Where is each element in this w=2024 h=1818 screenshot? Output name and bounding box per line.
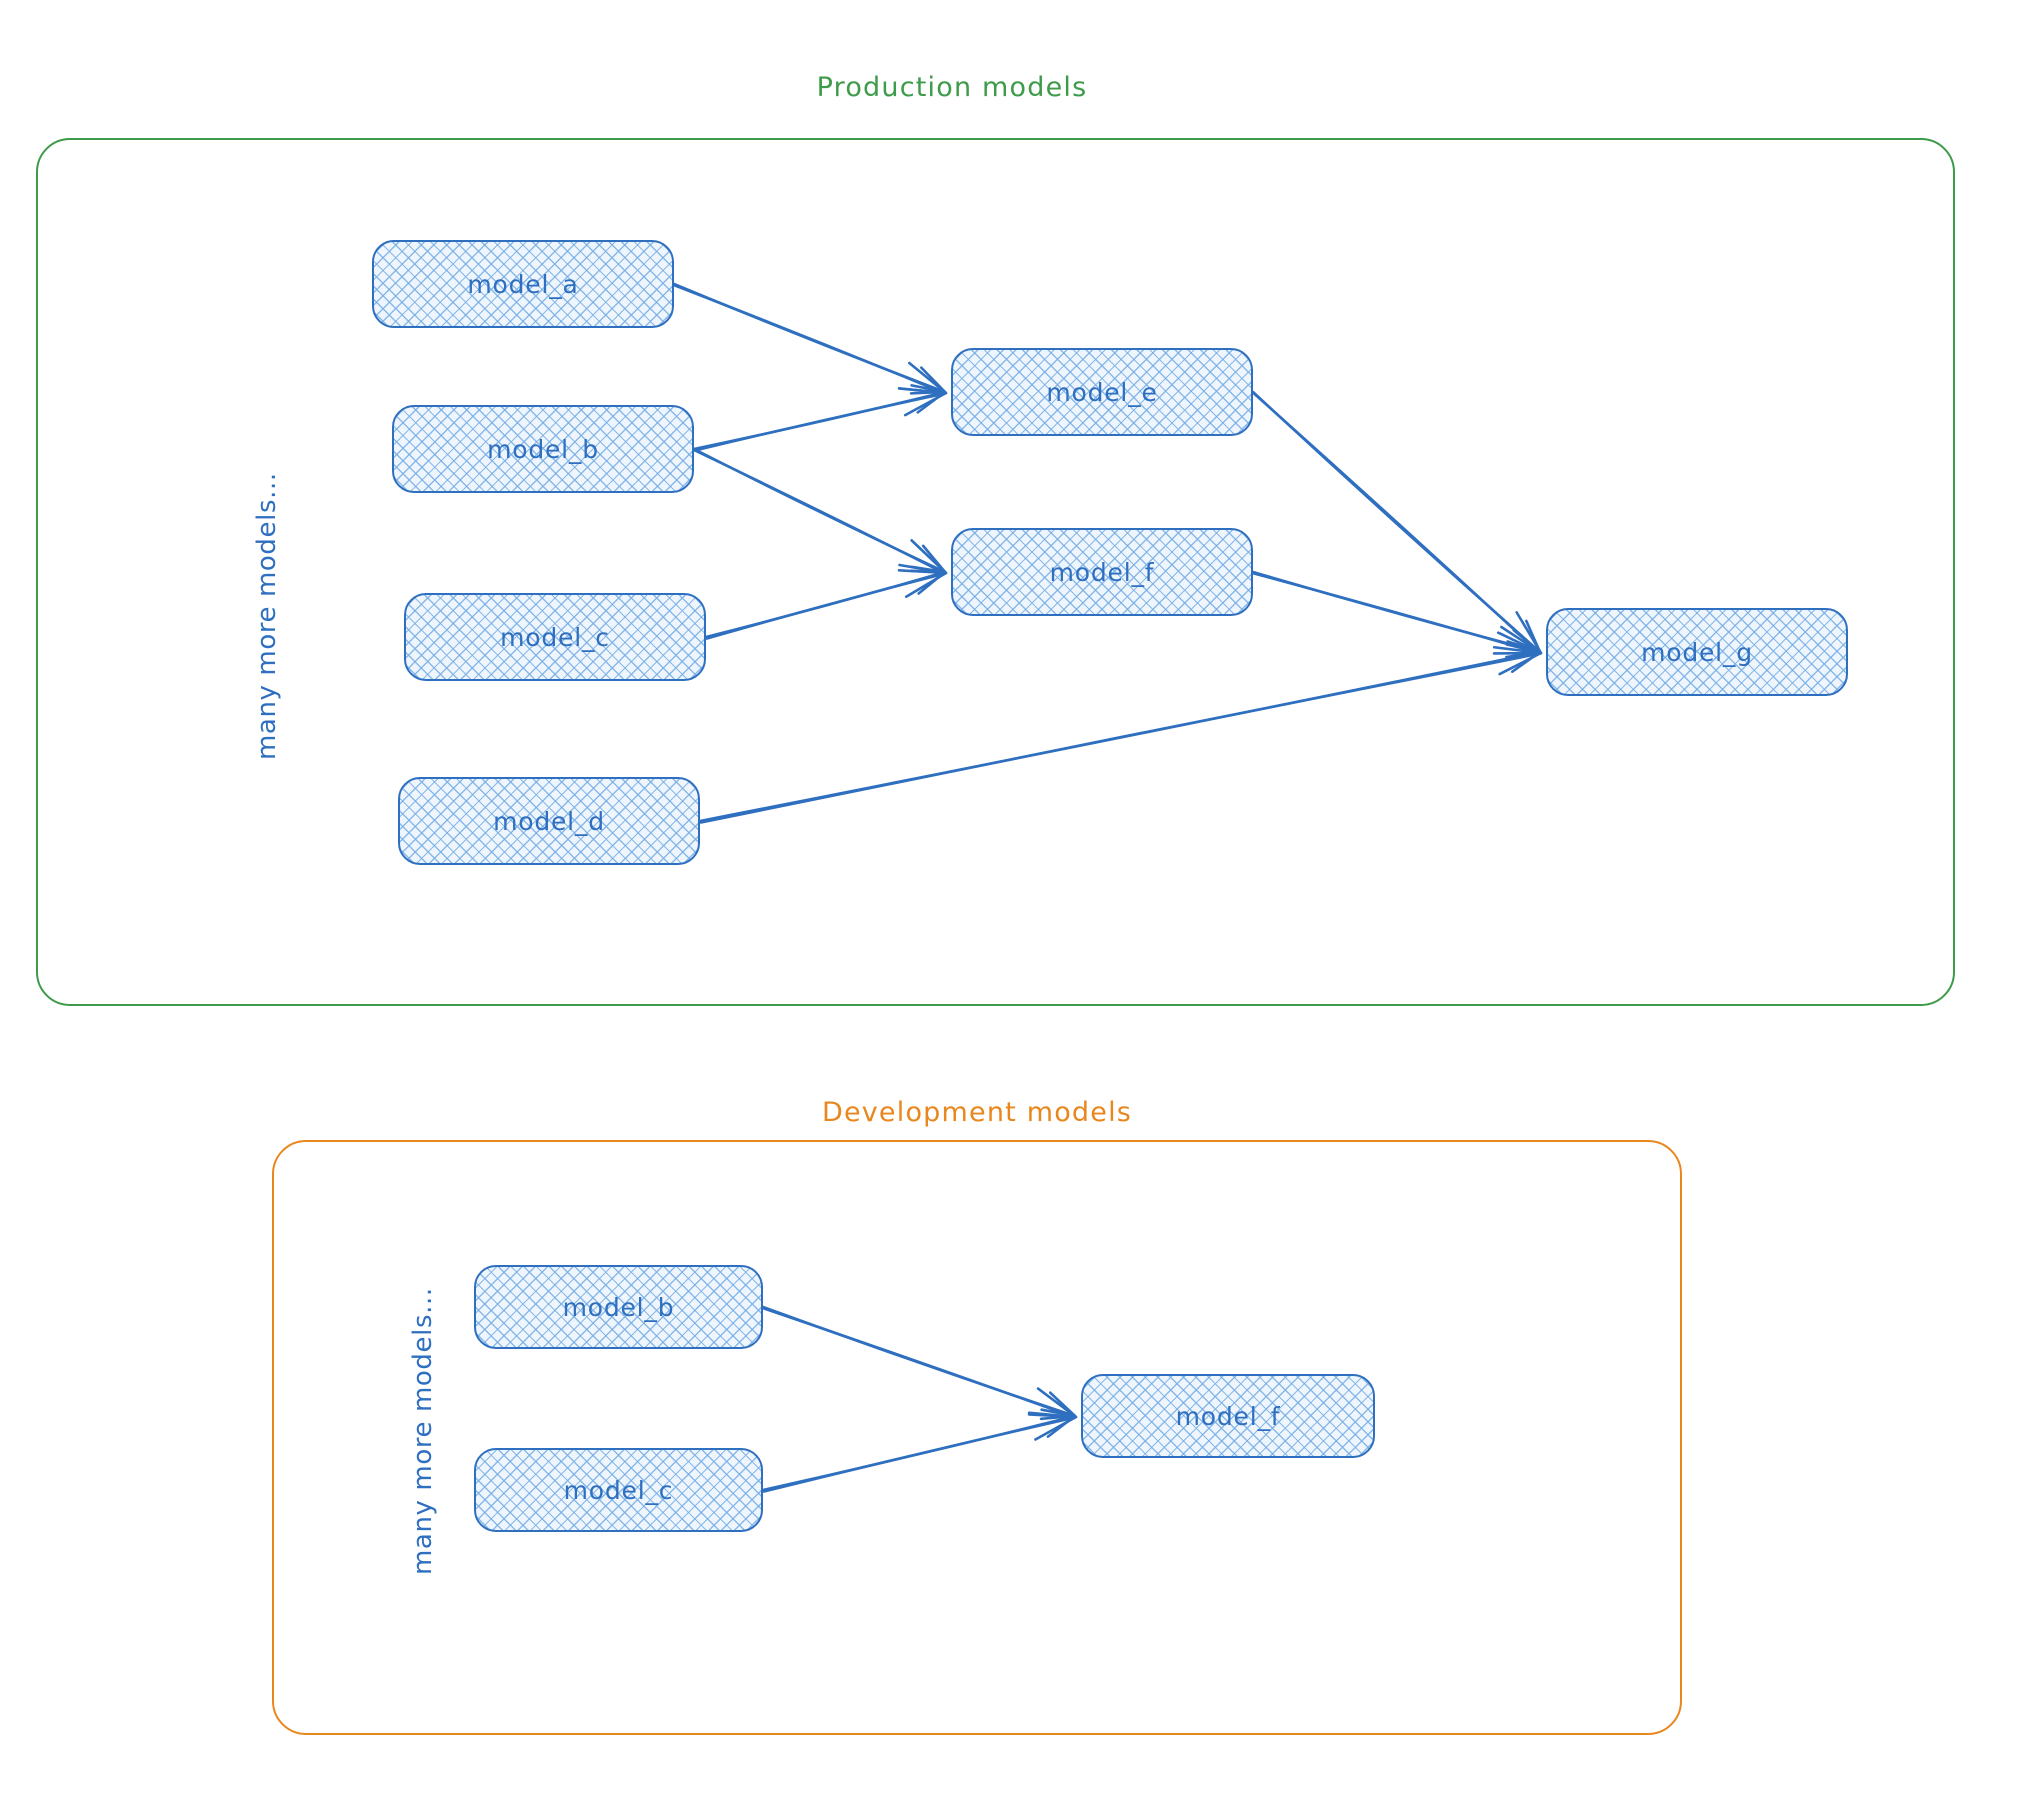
node-label: model_g [1641,637,1753,667]
node-prod_model_c[interactable]: model_c [404,593,706,681]
group-container-production [36,138,1955,1006]
node-dev_model_b[interactable]: model_b [474,1265,763,1349]
node-dev_model_f[interactable]: model_f [1081,1374,1375,1458]
node-label: model_b [487,434,599,464]
side-label-development: many more models... [408,1287,438,1575]
node-prod_model_a[interactable]: model_a [372,240,674,328]
node-label: model_c [563,1475,674,1505]
group-container-development [272,1140,1682,1735]
group-title-production: Production models [816,72,1088,103]
node-prod_model_b[interactable]: model_b [392,405,694,493]
node-label: model_f [1175,1401,1281,1431]
side-label-production: many more models... [252,472,282,760]
node-label: model_d [493,806,605,836]
node-prod_model_g[interactable]: model_g [1546,608,1848,696]
node-label: model_e [1046,377,1158,407]
node-prod_model_d[interactable]: model_d [398,777,700,865]
group-title-development: Development models [821,1097,1133,1128]
node-prod_model_f[interactable]: model_f [951,528,1253,616]
node-dev_model_c[interactable]: model_c [474,1448,763,1532]
node-label: model_b [562,1292,675,1322]
node-prod_model_e[interactable]: model_e [951,348,1253,436]
node-label: model_a [467,269,579,299]
node-label: model_c [500,622,610,652]
node-label: model_f [1049,557,1155,587]
